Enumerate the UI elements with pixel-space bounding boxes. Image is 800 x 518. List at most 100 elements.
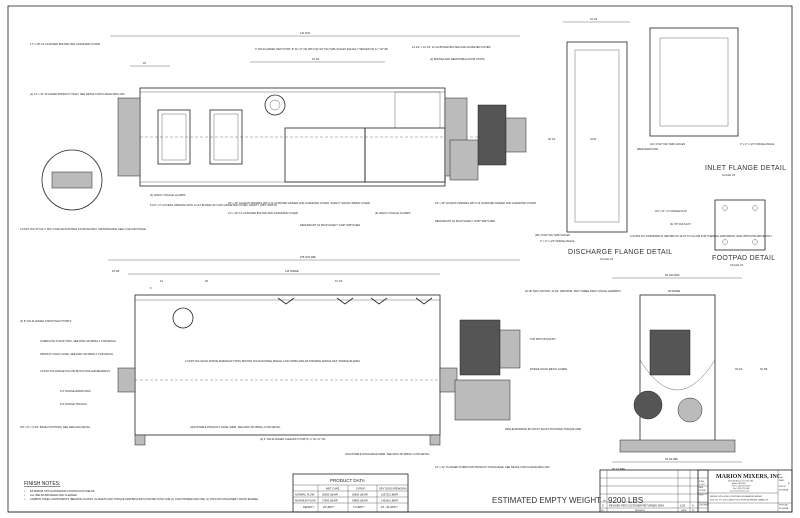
revision-by: A [692,504,694,508]
note: ADJUSTABLE DISCHARGE WEIR, SEE DWG SP-08… [345,452,430,456]
note: DODGE SOLID METAL GUARD [530,367,567,371]
dim-36: 36 [205,279,208,283]
finish-note-bullet: • [24,498,25,501]
dim-inside-length: 144 INSIDE [285,269,299,273]
cell: 25 - 46 LB/FT³ [381,505,398,509]
customer-label: CUSTOMER [699,505,709,507]
dim: 91 3/8 [760,367,768,371]
note: TOP MOTOR MOUNT [530,337,556,341]
detail-scale: SCALE 2X [730,263,744,267]
dim: 65 1/16 REF [665,273,680,277]
detail-scale: SCALE 2X [722,173,736,177]
company-phone: Phone: (319) 377-6371 [732,486,750,488]
dwg-no-value: SP-0803A [779,489,789,492]
sheet-border [7,5,793,513]
company-city: Marion, IA 52302 [732,482,746,485]
side-view: 155 3/16 REF 144 INSIDE 15 3/8 12 36 67 … [20,255,621,469]
cell: 27900 LB/HR [322,499,338,503]
finish-note: ALL WELDS BRUSHED AND CLEANED [30,493,77,497]
detail-scale: SCALE 2X [600,257,614,261]
column-header: SYRUP [356,487,365,491]
company-web: www.marionmixers.com [730,491,749,493]
row-label: NORMAL FLOW [295,493,315,497]
title-block: MARION MIXERS, INC. 3575 3rd Avenue, P.O… [697,469,793,513]
note: 3" x 2" x 1/4" DODGE ANGLE [740,142,775,146]
dim: 46 1/2 [548,137,556,141]
note: (14) 17/32" DIA THRU HOLES [650,142,685,146]
inlet-flange-detail: (14) 17/32" DIA THRU HOLES 3" x 2" x 1/4… [649,27,786,177]
dim: 16 1/2 [590,17,598,21]
column-header: WET CAKE [326,487,340,491]
note: (2) 12" x 24" FLANGED PRODUCT INLET, SEE… [30,92,125,96]
note: 3/4" x 8" x 9" DODGE FLAT [655,209,687,213]
date-label: DATE [699,486,703,489]
dim-12: 12 [160,279,163,283]
note: 4" DIA FLANGED VENT PORT, 8" ID x 8" OD … [255,47,388,51]
product-data-title: PRODUCT DATA [330,478,365,483]
proposal-value: SP-0803A [779,507,789,510]
note: REDUNDANT 4A FDAP SAFETY LIMIT SWITCHES [300,223,360,227]
note: 1/4" DODGE ENDPLATES [60,389,91,393]
cell: 105725 LB/HR [381,493,398,497]
note: 41" x 46" 12 GA BOXED BOLTED AND GASKETE… [228,211,298,215]
product-data-table: PRODUCT DATA WET CAKE SYRUP DRY DDGS (RE… [292,473,409,513]
note: 24" x 36" ACCESS OPENING WITH 12 GA BOXE… [435,201,536,205]
note: LOCATE 3/4" FASTENER IN CENTER OF SLOT T… [630,234,772,238]
note: ADJUSTABLE PRODUCT LEVEL WEIR, SEE DWG S… [190,425,281,429]
note: (2) BOLTED AND REMOVABLE DOOR STOPS [430,57,485,61]
row-label: DENSITY [303,505,315,509]
note: 8 1/2" x 6" ACCESS OPENING WITH 12 GA BO… [150,203,277,207]
revision-date: 1/26 [680,504,686,508]
dim-total-length: 155 3/16 REF [300,255,316,259]
detail-title: INLET FLANGE DETAIL [705,165,786,172]
drawing-title-line1: MODEL SPS-42144 CONTINUOUS MARION MIXER [710,495,762,498]
estimated-weight: ESTIMATED EMPTY WEIGHT - 9200 LBS [492,496,643,505]
header: BY [692,510,695,512]
note: 4 15/16" DIA SOLID DODGE MAINSHAFT WITH … [185,359,360,363]
date-value: 5/29/08 [699,490,707,492]
note: (2) 4" DIA FLANGED CLEANOUT PORTS, 4" ID… [260,437,325,441]
company-name: MARION MIXERS, INC. [716,474,783,480]
scale-value: 1"=1'0" [699,484,706,486]
finish-note: CARBON STEEL COMPONENTS (BEARING PLATES,… [30,497,259,501]
dwg-no-label: DWG NO. [779,486,787,488]
note: 3/4" x 8" x 9 3/4" BASE FOOTPADS, SEE DR… [20,425,91,429]
note: 40 HP TEFC MOTOR, 30 HZ, 1800 RPM, 460V … [525,289,621,293]
dim: 42 ID [590,137,596,141]
note: (4) JESCO TOGGLE CLAMPS [150,193,186,197]
note: 12" x 42" FLANGED OVERFLOW PRODUCT DISCH… [435,465,550,469]
finish-note-bullet: • [24,490,25,493]
header: REVISION [635,510,645,512]
note: 4 15/16" DIA DODGE PILLOW BLOCK ROLLER B… [40,369,110,373]
cell: 34800 LB/HR [352,499,368,503]
note: 17" x 48" 12 GA BOXED BOLTED AND GASKETE… [30,42,100,46]
note: 1/4" DODGE TROUGH [60,402,87,406]
dim-67: 67 1/4 [335,279,343,283]
note: REDUNDANT 4A FDAP SAFETY LIMIT SWITCHES [435,219,495,223]
cell: 72 LB/FT³ [353,505,365,509]
note: 14 1/2" x 16 1/2" 12 GA BOXED BOLTED AND… [412,45,491,49]
note: WEIR ENDPLATE [637,147,658,151]
sheet-value: A [788,482,790,485]
detail-title: DISCHARGE FLANGE DETAIL [568,249,672,256]
note: 24" x 36" ACCESS OPENING WITH 12 GA BOXE… [228,201,370,205]
sheet-label: SHEET [779,480,784,482]
company-fax: Fax: (319) 377-1008 [733,488,749,490]
note: 4 15/16" DIA STYLE C SPLIT AND ADJUSTABL… [20,227,146,231]
drawing-title-line2: 28.5 CU. FT. 140 CUBIC FOOT FOR WORKING … [710,499,769,502]
note: (6) JESCO TOGGLE CLAMPS [375,211,411,215]
header: DATE [681,509,687,512]
column-header: DRY DDGS (REWORK) [379,487,407,491]
note: PRODUCT INLET HOSE, SEE DWG SP-0803A-1 F… [40,352,114,356]
note: (28) 17/32" DIA THRU HOLES [535,233,570,237]
revision-desc: REVISED PER CUSTOMER RETURNED DWG [609,504,664,508]
detail-title: FOOTPAD DETAIL [712,255,775,262]
end-view: 65 1/16 REF 48 INSIDE 54 1/2 REF 49 1/2 … [612,273,768,471]
dim-18: 18 [143,61,146,65]
dim-overall-top: 141 9/16 [300,31,311,35]
note: (2) 8" DIA FLANGED SYRUP INLET PORTS [20,319,72,323]
row-label: MAXIMUM FLOW [295,499,316,503]
title-label: TITLE [699,495,703,497]
note: OVERFLOW SYRUP TANK, SEE DWG SP-0803A-1 … [40,339,117,343]
